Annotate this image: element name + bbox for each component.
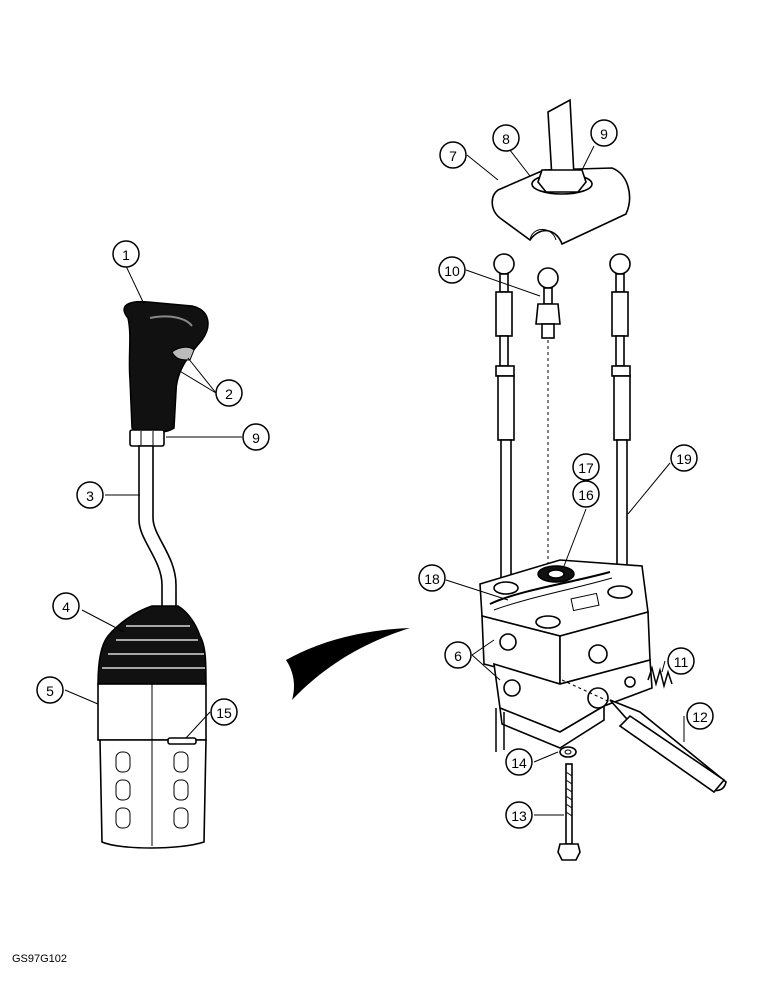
- callout-circle: [215, 379, 243, 407]
- callout-circle: [505, 748, 533, 776]
- callout-circle: [505, 801, 533, 829]
- valve-port-5: [624, 676, 636, 688]
- callout-label: 17: [578, 460, 594, 476]
- callout-label: 10: [444, 263, 460, 279]
- callout-c15: 15: [210, 698, 238, 726]
- callout-c18: 18: [418, 564, 446, 592]
- valve-port-4: [587, 687, 609, 709]
- callout-c5: 5: [36, 676, 64, 704]
- callout-label: 9: [252, 430, 260, 446]
- callout-circle: [76, 481, 104, 509]
- assembly-arrow: [286, 628, 410, 700]
- callout-c10: 10: [438, 256, 466, 284]
- housing-slots: [115, 751, 189, 829]
- callout-circle: [52, 592, 80, 620]
- callout-circle: [112, 240, 140, 268]
- detent-spring: [647, 665, 673, 689]
- callout-c1: 1: [112, 240, 140, 268]
- callout-circle: [590, 119, 618, 147]
- joystick-assembly: [97, 300, 209, 849]
- callout-label: 9: [600, 126, 608, 142]
- cover-nut: [537, 169, 587, 193]
- valve-block-base: [499, 704, 605, 749]
- joystick-lower-body: [99, 739, 207, 849]
- callout-circle: [439, 141, 467, 169]
- callout-label: 6: [454, 648, 462, 664]
- callout-label: 13: [511, 808, 527, 824]
- callout-label: 4: [62, 599, 70, 615]
- callout-c12: 12: [686, 702, 714, 730]
- callout-c11: 11: [667, 647, 695, 675]
- callout-label: 1: [122, 247, 130, 263]
- housing-pin: [167, 737, 197, 745]
- callout-circle: [444, 641, 472, 669]
- callout-label: 12: [692, 709, 708, 725]
- callout-c7: 7: [439, 141, 467, 169]
- callout-circle: [667, 647, 695, 675]
- callout-label: 16: [578, 487, 594, 503]
- knob-highlight: [149, 315, 193, 327]
- callout-label: 5: [46, 683, 54, 699]
- callout-c16: 16: [572, 480, 600, 508]
- joystick-knob: [123, 300, 209, 434]
- callout-circle: [438, 256, 466, 284]
- callout-c9a: 9: [242, 423, 270, 451]
- callout-label: 15: [216, 705, 232, 721]
- valve-port-3: [503, 679, 521, 697]
- callout-label: 2: [225, 386, 233, 402]
- callout-circle: [242, 423, 270, 451]
- callout-label: 8: [502, 131, 510, 147]
- callout-circle: [418, 564, 446, 592]
- callout-label: 19: [676, 451, 692, 467]
- callout-c14: 14: [505, 748, 533, 776]
- callout-c9b: 9: [590, 119, 618, 147]
- cover-shaft: [547, 98, 575, 179]
- leader-lines: [64, 144, 685, 816]
- callout-label: 14: [511, 755, 527, 771]
- callout-circle: [670, 444, 698, 472]
- left-push-rod: [493, 253, 515, 591]
- callout-circle: [686, 702, 714, 730]
- right-push-rod: [609, 253, 631, 591]
- callout-label: 3: [86, 488, 94, 504]
- callout-c8: 8: [492, 124, 520, 152]
- handle-nut: [129, 429, 165, 447]
- callout-c3: 3: [76, 481, 104, 509]
- rubber-boot: [97, 605, 207, 685]
- callout-c17: 17: [572, 453, 600, 481]
- valve-assembly: [479, 98, 727, 861]
- lever-rod: [138, 445, 177, 609]
- callout-circle: [210, 698, 238, 726]
- mounting-bolt: [557, 763, 581, 861]
- bolt-washer: [559, 746, 577, 758]
- callout-c6: 6: [444, 641, 472, 669]
- callout-circle: [492, 124, 520, 152]
- callout-circle: [36, 676, 64, 704]
- callout-c19: 19: [670, 444, 698, 472]
- cover-plate: [491, 167, 631, 246]
- callout-label: 11: [674, 654, 689, 670]
- callout-circle: [572, 480, 600, 508]
- callout-circle: [572, 453, 600, 481]
- callout-label: 7: [449, 148, 457, 164]
- valve-port-2: [588, 644, 608, 664]
- retainer-spring: [489, 571, 611, 605]
- callout-c13: 13: [505, 801, 533, 829]
- valve-port-1: [499, 633, 517, 651]
- knob-buttons: [171, 346, 195, 361]
- callout-c2: 2: [215, 379, 243, 407]
- callout-label: 18: [424, 571, 440, 587]
- figure-code: GS97G102: [12, 953, 67, 965]
- callout-c4: 4: [52, 592, 80, 620]
- center-plunger: [535, 267, 561, 566]
